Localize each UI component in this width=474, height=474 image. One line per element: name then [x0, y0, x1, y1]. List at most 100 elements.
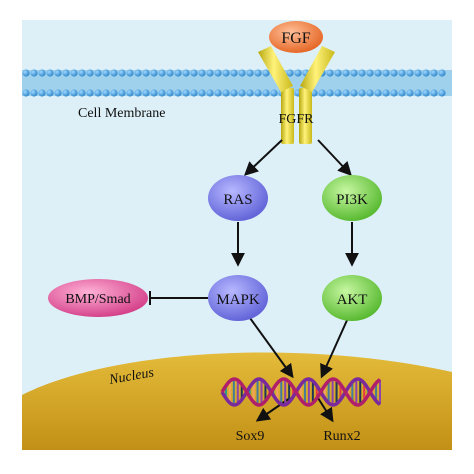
pi3k-node: [322, 175, 382, 221]
lipid-head: [174, 89, 182, 97]
bmp-smad-label: BMP/Smad: [65, 292, 130, 307]
akt-label: AKT: [337, 292, 368, 308]
lipid-head: [422, 69, 430, 77]
lipid-head: [62, 69, 70, 77]
lipid-head: [262, 69, 270, 77]
lipid-head: [390, 89, 398, 97]
lipid-head: [174, 69, 182, 77]
lipid-head: [142, 69, 150, 77]
lipid-head: [254, 89, 262, 97]
lipid-head: [38, 69, 46, 77]
lipid-head: [158, 89, 166, 97]
lipid-head: [190, 89, 198, 97]
lipid-head: [182, 89, 190, 97]
fgfr-label: FGFR: [278, 112, 314, 127]
ras-node: [208, 175, 268, 221]
lipid-head: [270, 89, 278, 97]
lipid-head: [30, 89, 38, 97]
lipid-head: [54, 89, 62, 97]
lipid-head: [350, 69, 358, 77]
arrow-mapk-to-dna: [249, 317, 294, 379]
lipid-head: [294, 69, 302, 77]
lipid-head: [70, 89, 78, 97]
arrow-fgfr-to-pi3k: [317, 139, 352, 177]
lipid-head: [334, 89, 342, 97]
lipid-head: [78, 89, 86, 97]
lipid-head: [126, 89, 134, 97]
lipid-head: [326, 89, 334, 97]
lipid-head: [22, 89, 30, 97]
lipid-head: [150, 89, 158, 97]
lipid-head: [126, 69, 134, 77]
lipid-head: [358, 89, 366, 97]
lipid-head: [318, 89, 326, 97]
fgf-label: FGF: [281, 30, 310, 47]
lipid-head: [150, 69, 158, 77]
lipid-head: [230, 69, 238, 77]
lipid-head: [214, 69, 222, 77]
lipid-head: [390, 69, 398, 77]
lipid-head: [46, 89, 54, 97]
lipid-head: [382, 89, 390, 97]
lipid-head: [166, 69, 174, 77]
lipid-head: [102, 69, 110, 77]
lipid-head: [70, 69, 78, 77]
lipid-head: [102, 89, 110, 97]
lipid-head: [366, 89, 374, 97]
lipid-head: [190, 69, 198, 77]
lipid-head: [22, 69, 30, 77]
runx2-label: Runx2: [323, 429, 360, 444]
lipid-head: [438, 89, 446, 97]
lipid-head: [118, 89, 126, 97]
lipid-head: [206, 89, 214, 97]
lipid-head: [86, 69, 94, 77]
lipid-head: [366, 69, 374, 77]
lipid-head: [54, 69, 62, 77]
lipid-head: [414, 69, 422, 77]
lipid-head: [78, 69, 86, 77]
lipid-head: [158, 69, 166, 77]
pi3k-label: PI3K: [336, 192, 368, 208]
lipid-head: [182, 69, 190, 77]
lipid-head: [198, 89, 206, 97]
lipid-head: [286, 69, 294, 77]
dna-strand: [220, 377, 381, 407]
lipid-head: [222, 69, 230, 77]
arrows: [149, 139, 359, 423]
lipid-head: [358, 69, 366, 77]
cell-membrane: [22, 69, 452, 97]
lipid-head: [438, 69, 446, 77]
lipid-head: [198, 69, 206, 77]
lipid-head: [262, 89, 270, 97]
lipid-head: [46, 69, 54, 77]
akt-node: [322, 275, 382, 321]
lipid-head: [414, 89, 422, 97]
cell-membrane-label: Cell Membrane: [78, 106, 165, 121]
mapk-label: MAPK: [216, 292, 260, 308]
lipid-head: [406, 69, 414, 77]
lipid-head: [118, 69, 126, 77]
sox9-label: Sox9: [236, 429, 265, 444]
lipid-head: [246, 89, 254, 97]
lipid-head: [30, 69, 38, 77]
lipid-head: [206, 69, 214, 77]
arrow-fgfr-to-ras: [243, 139, 283, 176]
lipid-head: [406, 89, 414, 97]
lipid-head: [214, 89, 222, 97]
lipid-head: [94, 89, 102, 97]
lipid-head: [430, 69, 438, 77]
dna-strand: [220, 377, 381, 407]
dna-helix: [220, 377, 381, 407]
lipid-head: [430, 89, 438, 97]
arrow-dna-to-runx2: [317, 397, 334, 423]
arrow-akt-to-dna: [320, 317, 349, 379]
lipid-head: [62, 89, 70, 97]
lipid-head: [38, 89, 46, 97]
lipid-head: [94, 69, 102, 77]
mapk-node: [208, 275, 268, 321]
lipid-head: [342, 69, 350, 77]
lipid-head: [374, 69, 382, 77]
lipid-head: [246, 69, 254, 77]
bmp-smad-node: [48, 279, 148, 317]
